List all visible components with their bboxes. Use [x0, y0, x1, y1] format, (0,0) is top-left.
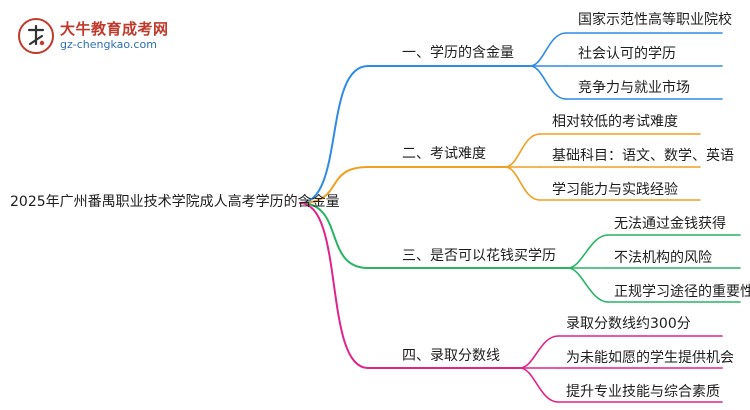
logo-url: gz-chengkao.com: [60, 38, 157, 51]
root-topic: 2025年广州番禺职业技术学院成人高考学历的含金量: [10, 194, 340, 210]
leaf-1-3: 竞争力与就业市场: [578, 80, 690, 96]
leaf-3-1: 无法通过金钱获得: [614, 216, 726, 232]
leaf-1-1: 国家示范性高等职业院校: [578, 12, 732, 28]
branch-1-label: 一、学历的含金量: [402, 45, 514, 61]
connector-branch-2-leaf-1: [504, 133, 541, 168]
connector-root-branch-3: [299, 202, 369, 269]
connector-branch-3-leaf-1: [567, 234, 609, 269]
branch-4-label: 四、录取分数线: [402, 348, 500, 364]
connector-root-branch-4: [299, 202, 369, 369]
connector-root-branch-2: [299, 166, 369, 204]
connector-branch-4-leaf-3: [519, 367, 559, 403]
leaf-2-3: 学习能力与实践经验: [552, 182, 678, 198]
leaf-3-3: 正规学习途径的重要性: [614, 284, 750, 300]
leaf-1-2: 社会认可的学历: [578, 46, 676, 62]
logo-badge-icon: [18, 18, 54, 54]
connector-branch-1-leaf-3: [529, 65, 567, 100]
leaf-3-2: 不法机构的风险: [614, 250, 712, 266]
leaf-4-1: 录取分数线约300分: [566, 316, 691, 332]
leaf-2-2: 基础科目：语文、数学、英语: [552, 148, 734, 164]
leaf-4-3: 提升专业技能与综合素质: [566, 384, 720, 400]
connector-branch-1-leaf-1: [529, 32, 567, 67]
logo-name: 大牛教育成考网: [60, 20, 169, 38]
branch-2-label: 二、考试难度: [402, 146, 486, 162]
connector-branch-3-leaf-3: [567, 267, 609, 303]
leaf-4-2: 为未能如愿的学生提供机会: [566, 350, 734, 366]
site-logo[interactable]: 大牛教育成考网 gz-chengkao.com: [12, 14, 202, 56]
leaf-2-1: 相对较低的考试难度: [552, 114, 678, 130]
connector-branch-4-leaf-1: [519, 335, 559, 369]
connector-root-branch-1: [299, 65, 369, 204]
branch-3-label: 三、是否可以花钱买学历: [402, 248, 556, 264]
connector-branch-2-leaf-3: [504, 166, 541, 201]
